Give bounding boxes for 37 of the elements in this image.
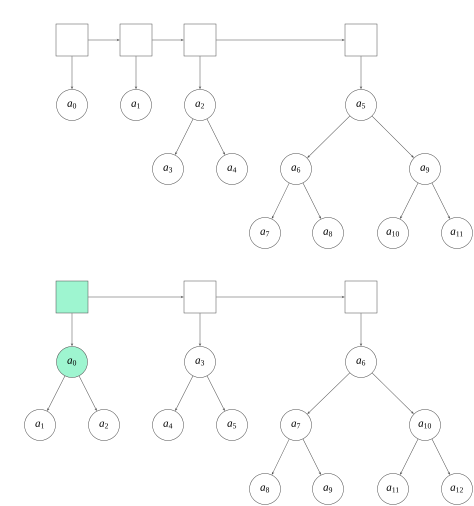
arrow bbox=[360, 56, 362, 89]
arrow bbox=[206, 118, 225, 155]
pointer-box bbox=[344, 280, 378, 314]
arrow bbox=[302, 182, 321, 219]
arrow bbox=[272, 438, 290, 474]
arrow bbox=[71, 56, 73, 89]
arrow bbox=[432, 438, 450, 475]
arrow bbox=[372, 116, 414, 158]
pointer-box bbox=[56, 24, 88, 56]
arrow bbox=[71, 313, 73, 346]
pointer-box bbox=[184, 280, 216, 314]
arrow bbox=[360, 313, 362, 346]
arrow bbox=[199, 56, 201, 89]
arrow bbox=[47, 376, 66, 411]
arrow bbox=[216, 296, 344, 298]
pointer-box bbox=[56, 280, 88, 314]
arrow bbox=[175, 376, 194, 411]
arrow bbox=[78, 376, 97, 411]
arrow bbox=[88, 39, 120, 41]
arrow bbox=[272, 182, 290, 218]
arrow bbox=[400, 438, 418, 475]
arrow bbox=[88, 296, 184, 298]
arrow bbox=[175, 118, 194, 155]
pointer-box bbox=[120, 24, 152, 56]
arrow bbox=[400, 182, 418, 219]
arrow bbox=[199, 313, 201, 346]
arrow bbox=[206, 376, 225, 411]
arrow bbox=[302, 438, 321, 475]
arrow bbox=[432, 182, 450, 219]
arrow bbox=[135, 56, 137, 89]
arrow bbox=[307, 116, 350, 158]
pointer-box bbox=[344, 24, 378, 56]
arrow bbox=[308, 372, 350, 414]
arrow bbox=[152, 39, 184, 41]
arrow bbox=[216, 39, 344, 41]
arrow bbox=[372, 372, 414, 414]
pointer-box bbox=[184, 24, 216, 56]
